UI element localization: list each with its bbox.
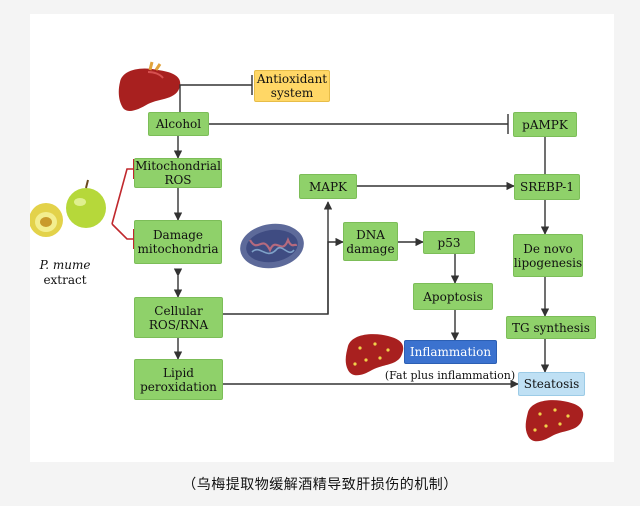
inflammation-node: Inflammation: [404, 340, 497, 364]
de-novo-lipogenesis-node: De novo lipogenesis: [513, 234, 583, 277]
srebp-1-node: SREBP-1: [514, 174, 580, 200]
figure-caption: （乌梅提取物缓解酒精导致肝损伤的机制）: [182, 477, 458, 493]
extract-label: extract: [43, 273, 87, 287]
plum-fruit-icon: [30, 179, 106, 237]
lipid-peroxidation-node: Lipid peroxidation: [134, 359, 223, 400]
apoptosis-node: Apoptosis: [413, 283, 493, 310]
tg-synthesis-node: TG synthesis: [506, 316, 596, 339]
p53-node: p53: [423, 231, 475, 254]
diagram-panel: Antioxidant system Alcohol Mitochondrial…: [30, 14, 614, 462]
p-mume-label: P. mume: [39, 258, 91, 272]
mitochondrial-ros-node: Mitochondrial ROS: [134, 158, 222, 188]
antioxidant-system-node: Antioxidant system: [254, 70, 330, 102]
dna-damage-node: DNA damage: [343, 222, 398, 261]
mapk-node: MAPK: [299, 174, 357, 199]
damage-mitochondria-node: Damage mitochondria: [134, 220, 222, 264]
cellular-ros-rna-node: Cellular ROS/RNA: [134, 297, 223, 338]
alcohol-node: Alcohol: [148, 112, 209, 136]
pampk-node: pAMPK: [513, 112, 577, 137]
liver-icon: [345, 334, 404, 376]
steatosis-node: Steatosis: [518, 372, 585, 396]
mitochondrion-icon: [240, 223, 304, 269]
fat-plus-inflammation-label: (Fat plus inflammation): [384, 369, 516, 382]
liver-icon: [118, 61, 181, 111]
liver-icon: [525, 400, 584, 442]
inhibition-bracket: [111, 159, 135, 249]
